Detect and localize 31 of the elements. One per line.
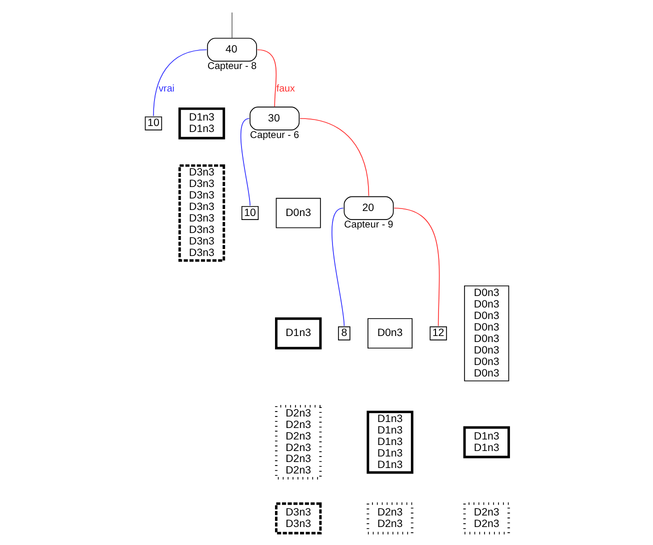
node-box: 12: [429, 326, 446, 340]
node-box: D2n3 D2n3: [462, 502, 510, 534]
edge-label: faux: [276, 84, 294, 95]
node-box: 10: [144, 116, 162, 130]
node-label: Capteur - 8: [206, 61, 256, 72]
connector: [393, 208, 440, 326]
node-box: D1n3 D1n3: [462, 426, 510, 458]
node-box: D1n3: [274, 317, 322, 350]
node-box: D1n3 D1n3 D1n3 D1n3 D1n3: [366, 410, 413, 474]
edge-label: vrai: [158, 84, 174, 95]
node-box: D0n3: [367, 318, 412, 349]
node-box: 8: [338, 326, 350, 340]
connector: [331, 208, 344, 326]
node-box: 10: [240, 206, 258, 220]
node-box: 40: [206, 38, 257, 62]
node-box: 30: [249, 106, 300, 130]
connector: [299, 118, 369, 196]
node-box: D0n3: [275, 198, 320, 228]
node-box: 20: [343, 196, 394, 220]
node-box: D0n3 D0n3 D0n3 D0n3 D0n3 D0n3 D0n3 D0n3: [464, 285, 509, 382]
connector: [256, 49, 276, 108]
node-label: Capteur - 9: [344, 219, 393, 230]
node-label: Capteur - 6: [250, 130, 299, 141]
node-box: D3n3 D3n3: [274, 502, 322, 534]
node-box: D3n3 D3n3 D3n3 D3n3 D3n3 D3n3 D3n3 D3n3: [178, 164, 225, 262]
connector: [240, 118, 250, 206]
node-box: D1n3 D1n3: [178, 107, 225, 140]
node-box: D2n3 D2n3 D2n3 D2n3 D2n3 D2n3: [274, 405, 322, 480]
connector: [152, 49, 207, 116]
node-box: D2n3 D2n3: [366, 502, 413, 534]
connector: [231, 12, 232, 38]
